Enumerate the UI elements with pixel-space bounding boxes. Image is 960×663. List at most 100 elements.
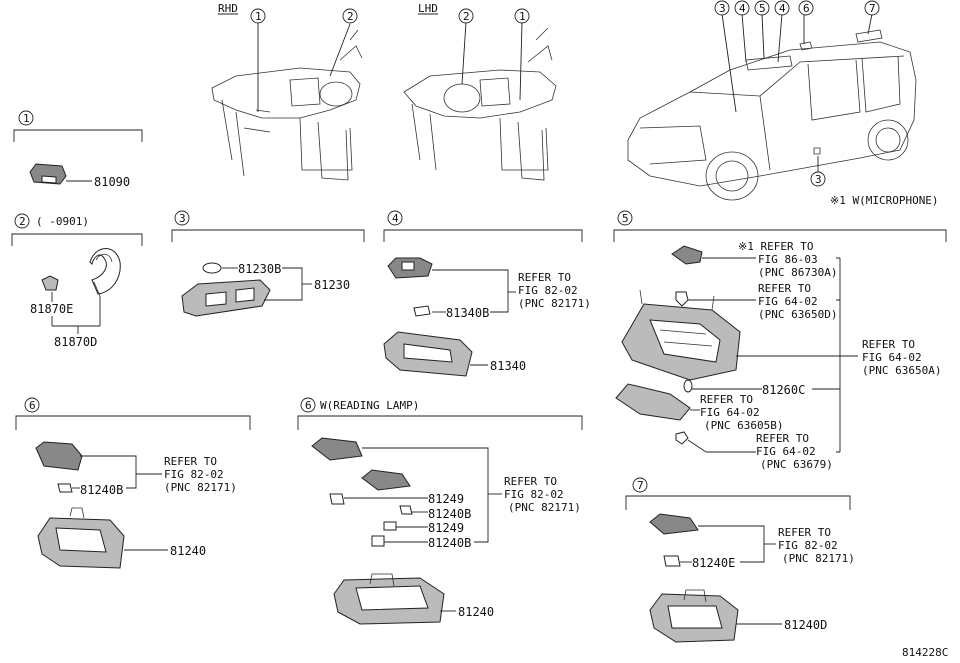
sec6b-marker-text: 6 [305,399,312,412]
microphone-note: ※1 W(MICROPHONE) [830,194,939,207]
sec6-marker [24,397,40,413]
part-81340B-label: 81340B [446,306,489,320]
socket-4-shape [387,257,433,279]
vehicle-callout-6-text: 6 [803,2,810,15]
sec4-bracket [383,229,583,242]
part-81240D-shape [649,589,739,643]
ref4-line2: FIG 82-02 [518,284,578,297]
sec1-bracket [13,129,143,142]
part-81870E-shape [41,275,59,291]
part-81340-shape [383,331,473,377]
sec6-bracket [15,415,251,430]
ref5a-line1: ※1 REFER TO [738,240,813,253]
vehicle-callout-4b [774,0,790,16]
ref5e-line2: FIG 64-02 [756,445,816,458]
part-81240-6b-shape [333,573,445,625]
sec5-marker-text: 5 [622,212,629,225]
sec5-bracket [613,229,947,242]
lhd-label: LHD [418,2,438,15]
lhd-callout-2 [458,8,474,24]
part-81240-6-shape [37,507,125,569]
part-81340B-shape [413,305,431,317]
rhd-callout-2-text: 2 [347,10,354,23]
rhd-dashboard-sketch: RHD [211,2,363,181]
ref7-line3: (PNC 82171) [782,552,855,565]
part-81870D-label: 81870D [54,335,97,349]
overhead-console-5-shape [621,289,741,381]
rhd-callout-2 [342,8,358,24]
part-81090-shape [29,163,67,185]
vehicle-callout-7-text: 7 [869,2,876,15]
sec3-marker [174,210,190,226]
part-81230B-shape [202,262,222,274]
vehicle-callout-4a [734,0,750,16]
lhd-callout-2-text: 2 [463,10,470,23]
ref6-line1: REFER TO [164,455,217,468]
sec2-note: ( -0901) [36,215,89,228]
sec7-marker [632,477,648,493]
ref6-line3: (PNC 82171) [164,481,237,494]
cover-5-shape [615,383,691,421]
ref5c-line3: (PNC 63650A) [862,364,941,377]
ref5b-line2: FIG 64-02 [758,295,818,308]
socket-6-shape [35,441,83,471]
bulb-5-shape [683,379,693,393]
vehicle-callout-5-text: 5 [759,2,766,15]
part-81240B-b-label: 81240B [428,536,471,550]
sec7-marker-text: 7 [637,479,644,492]
sec6b-marker [300,397,316,413]
vehicle-callout-3b-text: 3 [815,173,822,186]
bulb-6b-d-shape [371,535,385,547]
part-81090-label: 81090 [94,175,130,189]
ref6b-line1: REFER TO [504,475,557,488]
part-81240D-label: 81240D [784,618,827,632]
ref5a-line3: (PNC 86730A) [758,266,837,279]
rhd-callout-1 [250,8,266,24]
vehicle-callout-3b [810,171,826,187]
bulb-7-shape [663,555,681,567]
vehicle-sketch [627,29,917,201]
socket-6b-b-shape [361,469,411,491]
ref5d-line3: (PNC 63605B) [704,419,783,432]
ref5a-line2: FIG 86-03 [758,253,818,266]
part-81240B-a-label: 81240B [428,507,471,521]
sec1-marker-text: 1 [23,112,30,125]
vehicle-callout-5 [754,0,770,16]
part-81249-a-label: 81249 [428,492,464,506]
vehicle-callout-3-text: 3 [719,2,726,15]
vehicle-callout-6 [798,0,814,16]
vehicle-callout-7 [864,0,880,16]
part-81870E-label: 81870E [30,302,73,316]
ref6-line2: FIG 82-02 [164,468,224,481]
part-81240E-label: 81240E [692,556,735,570]
socket-7-shape [649,513,699,535]
socket-6b-a-shape [311,437,363,461]
ref5e-line3: (PNC 63679) [760,458,833,471]
part-81230-label: 81230 [314,278,350,292]
vehicle-callout-4b-text: 4 [779,2,786,15]
ref5c-line1: REFER TO [862,338,915,351]
ref5d-line2: FIG 64-02 [700,406,760,419]
rhd-callout-1-text: 1 [255,10,262,23]
sec6b-title: W(READING LAMP) [320,399,419,412]
lhd-callout-1 [514,8,530,24]
ref5b-line3: (PNC 63650D) [758,308,837,321]
lhd-dashboard-sketch: LHD [403,2,557,181]
sec3-marker-text: 3 [179,212,186,225]
sec2-bracket [11,233,143,246]
part-81240-6b-label: 81240 [458,605,494,619]
part-81240B-6-label: 81240B [80,483,123,497]
part-81260C-label: 81260C [762,383,805,397]
ref5e-line1: REFER TO [756,432,809,445]
ref4-line3: (PNC 82171) [518,297,591,310]
part-81240-6-label: 81240 [170,544,206,558]
rhd-label: RHD [218,2,238,15]
ref5c-line2: FIG 64-02 [862,351,922,364]
microphone-shape [671,245,703,265]
ref7-line1: REFER TO [778,526,831,539]
sec6b-bracket [297,415,583,430]
ref7-line2: FIG 82-02 [778,539,838,552]
ref4-line1: REFER TO [518,271,571,284]
bulb-6b-b-shape [399,505,413,515]
